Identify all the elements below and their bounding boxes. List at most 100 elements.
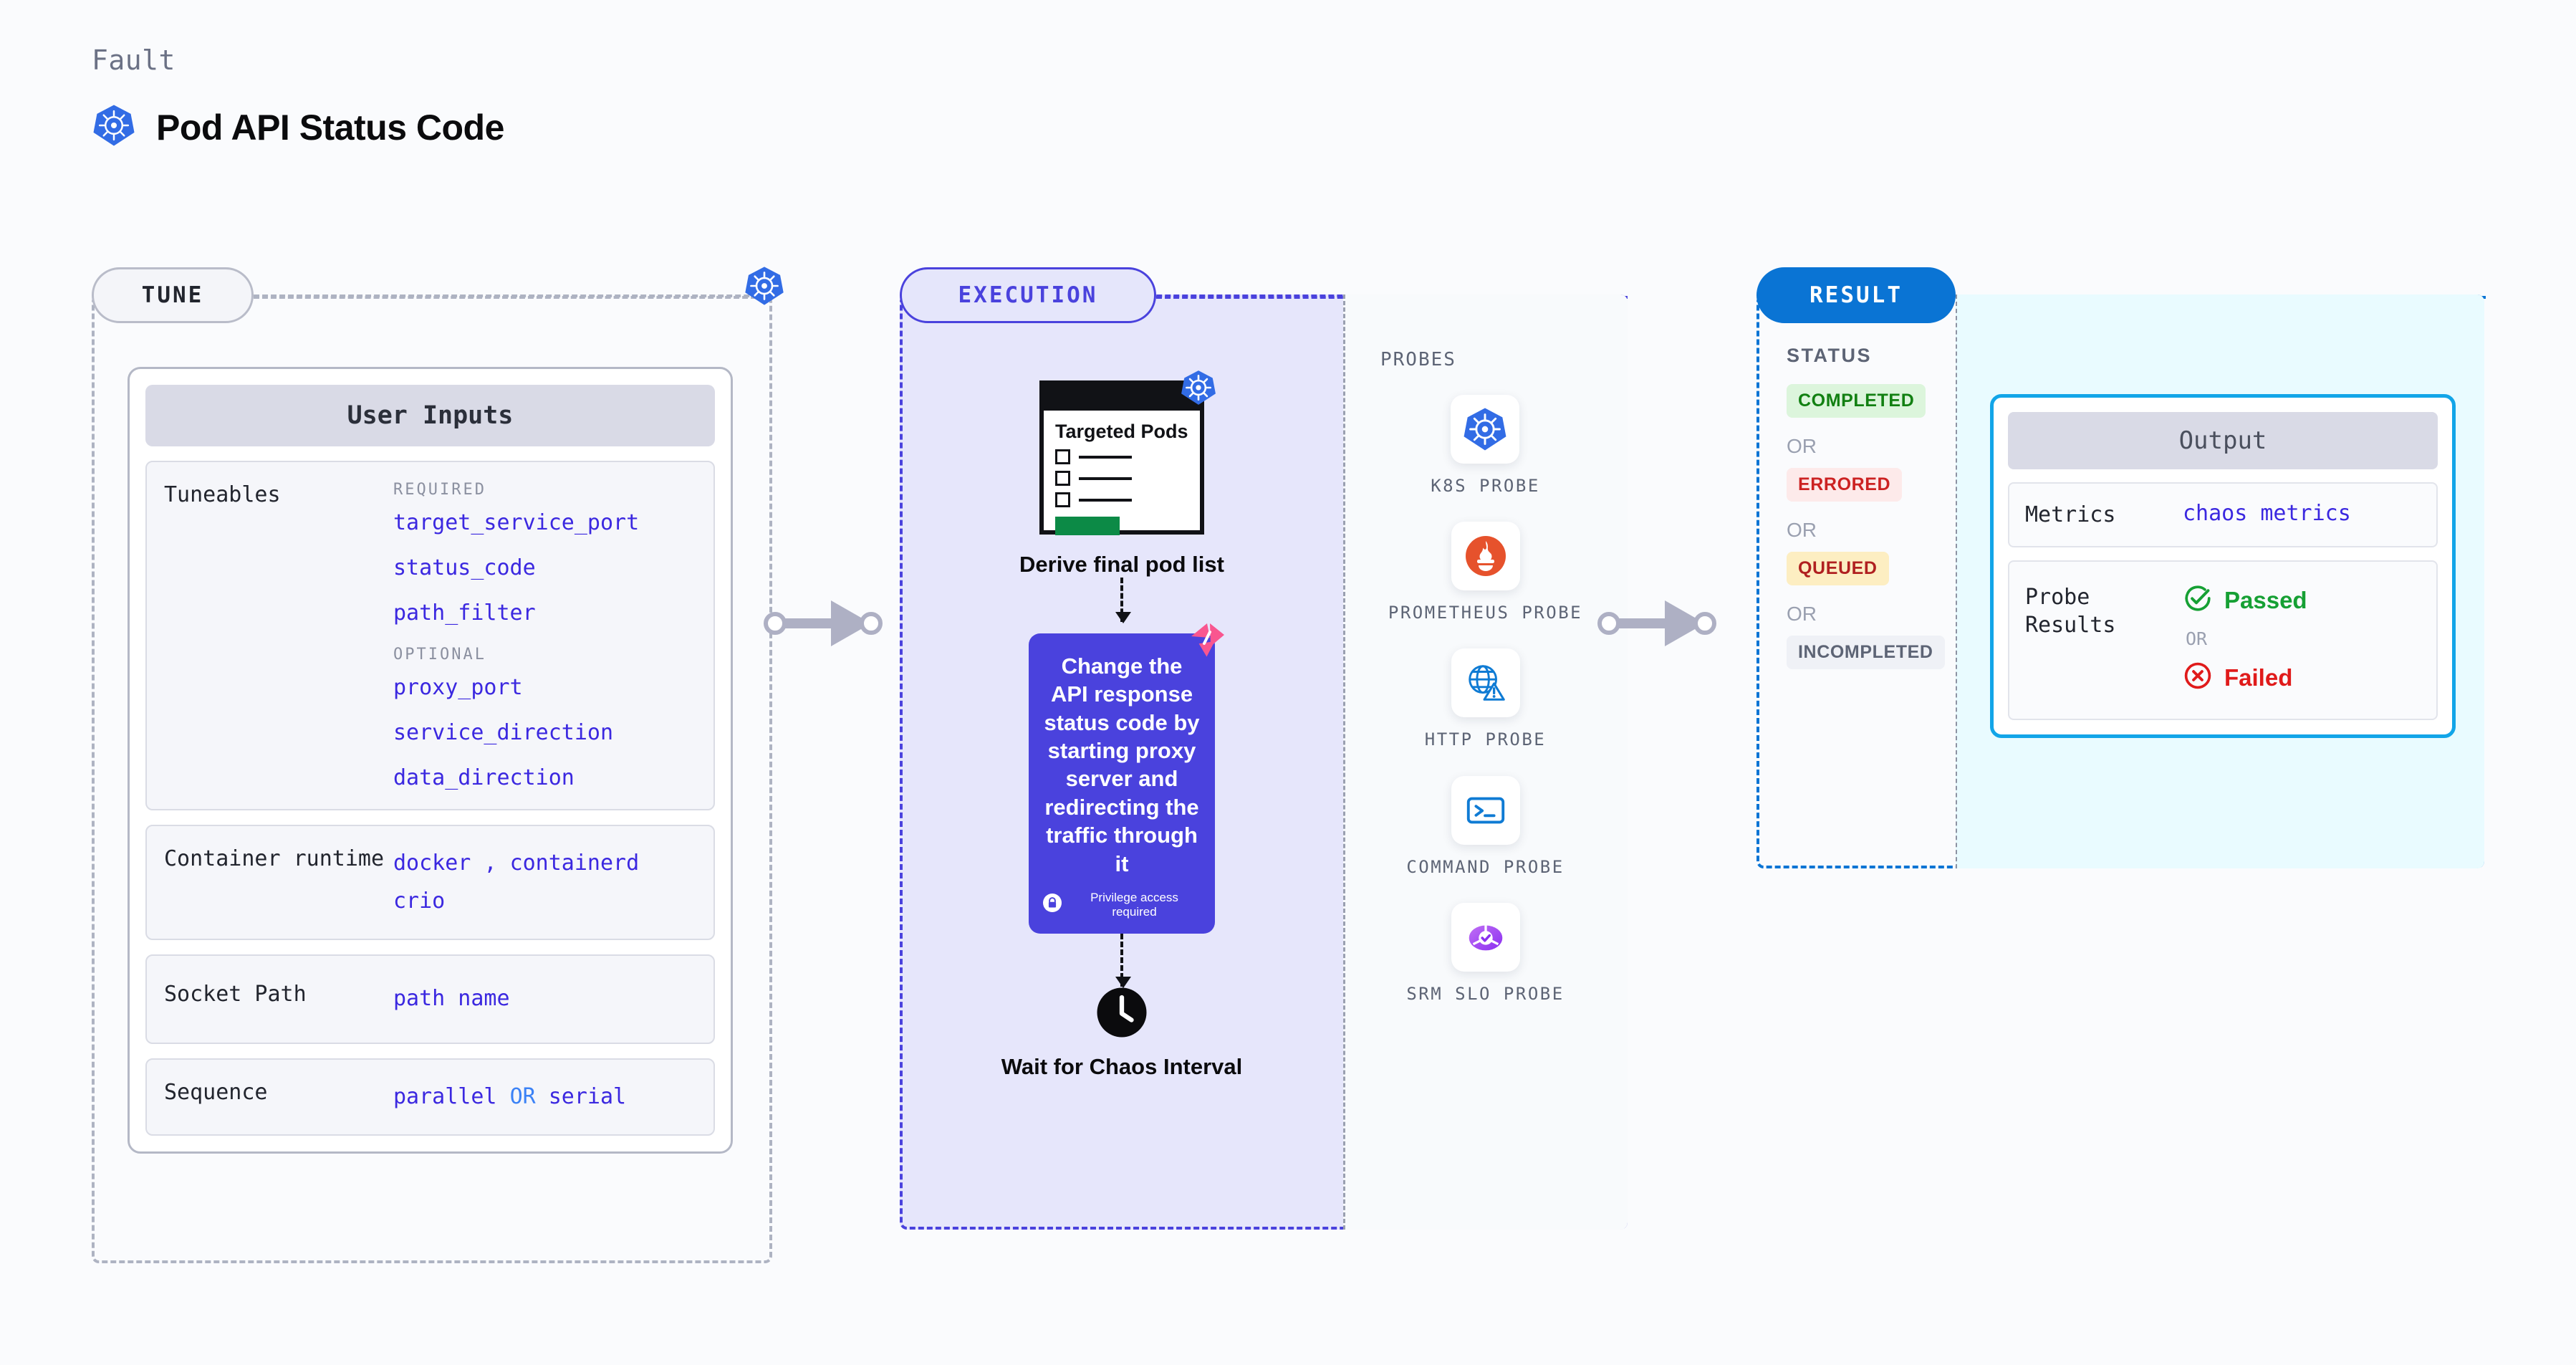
flow-connector-down — [1115, 578, 1131, 623]
output-card: Output Metrics chaos metrics Probe Resul… — [1990, 394, 2456, 738]
probe-command[interactable]: COMMAND PROBE — [1406, 775, 1565, 878]
sequence-serial[interactable]: serial — [548, 1083, 627, 1109]
container-runtime-label: Container runtime — [164, 846, 385, 871]
tuneable-service-direction[interactable]: service_direction — [393, 720, 614, 745]
terminal-icon — [1451, 775, 1520, 845]
page-title: Pod API Status Code — [156, 107, 504, 148]
lock-icon — [1043, 894, 1062, 916]
container-runtime-row: Container runtime docker , containerd cr… — [145, 825, 715, 940]
pods-card-topbar — [1044, 385, 1200, 411]
required-label: REQUIRED — [393, 481, 486, 499]
status-badge-incompleted: INCOMPLETED — [1787, 636, 1945, 669]
tuneable-target-service-port[interactable]: target_service_port — [393, 510, 640, 535]
probe-failed-label: Failed — [2224, 664, 2293, 691]
probe-results-label: Probe Results — [2025, 583, 2183, 694]
probe-k8s[interactable]: K8S PROBE — [1431, 395, 1540, 497]
slo-gauge-icon — [1451, 902, 1520, 972]
sequence-row: Sequence parallel OR serial — [145, 1058, 715, 1136]
pod-placeholder-line — [1079, 476, 1132, 480]
status-or: OR — [1787, 603, 1817, 625]
status-badge-completed: COMPLETED — [1787, 384, 1926, 418]
kubernetes-icon — [1451, 395, 1520, 464]
probe-http[interactable]: HTTP PROBE — [1425, 648, 1547, 751]
targeted-pods-card: Targeted Pods — [1039, 370, 1216, 536]
kubernetes-icon — [744, 265, 785, 310]
result-status-column: STATUS COMPLETED OR ERRORED OR QUEUED OR… — [1756, 294, 1956, 669]
privilege-note-text: Privilege access required — [1090, 890, 1178, 919]
x-circle-icon — [2183, 661, 2213, 694]
tab-execution[interactable]: EXECUTION — [900, 267, 1156, 323]
tuneable-path-filter[interactable]: path_filter — [393, 600, 536, 626]
globe-warning-icon — [1451, 648, 1520, 718]
prometheus-icon — [1451, 522, 1520, 591]
sequence-value: parallel OR serial — [393, 1078, 696, 1116]
sequence-or: OR — [509, 1083, 536, 1109]
probe-label: COMMAND PROBE — [1406, 856, 1565, 877]
socket-path-value[interactable]: path name — [393, 986, 510, 1011]
pod-placeholder-line — [1079, 455, 1132, 459]
clock-icon — [1096, 987, 1148, 1041]
targeted-pods-title: Targeted Pods — [1055, 421, 1188, 442]
checkbox-icon — [1055, 471, 1070, 487]
fault-eyebrow: Fault — [92, 44, 176, 76]
sequence-label: Sequence — [164, 1079, 268, 1105]
action-card-text: Change the API response status code by s… — [1044, 653, 1200, 876]
kubernetes-icon — [1180, 369, 1217, 410]
pods-card-body: Targeted Pods — [1044, 411, 1200, 545]
probe-passed-label: Passed — [2224, 586, 2307, 613]
output-title: Output — [2008, 412, 2438, 469]
wait-step: Wait for Chaos Interval — [1001, 987, 1242, 1081]
derive-pod-list-label: Derive final pod list — [1019, 552, 1224, 577]
probe-srm-slo[interactable]: SRM SLO PROBE — [1406, 902, 1565, 1005]
action-card: Change the API response status code by s… — [1029, 623, 1224, 934]
status-title: STATUS — [1787, 345, 1872, 366]
privilege-note: Privilege access required — [1043, 891, 1201, 919]
pod-list-item — [1055, 449, 1188, 465]
metrics-value[interactable]: chaos metrics — [2183, 501, 2351, 526]
runtime-crio[interactable]: crio — [393, 888, 446, 914]
probe-label: SRM SLO PROBE — [1406, 983, 1565, 1004]
user-inputs-title: User Inputs — [145, 385, 715, 446]
checkbox-icon — [1055, 492, 1070, 508]
tuneables-label: Tuneables — [164, 482, 281, 507]
title-row: Pod API Status Code — [92, 103, 504, 151]
pod-list-item — [1055, 471, 1188, 487]
status-or: OR — [1787, 435, 1817, 457]
tuneable-status-code[interactable]: status_code — [393, 555, 536, 580]
status-or: OR — [1787, 519, 1817, 541]
pod-placeholder-line — [1079, 498, 1132, 502]
user-inputs-card: User Inputs Tuneables REQUIRED target_se… — [128, 367, 733, 1154]
checkbox-icon — [1055, 449, 1070, 465]
arrow-tune-to-execution — [764, 590, 907, 660]
probe-label: K8S PROBE — [1431, 476, 1540, 496]
kubernetes-icon — [92, 103, 136, 151]
tuneables-values: REQUIRED target_service_port status_code… — [393, 481, 696, 790]
probes-list: K8S PROBE PROMETHEUS PROBE — [1362, 395, 1609, 1030]
check-circle-icon — [2183, 583, 2213, 617]
probe-prometheus[interactable]: PROMETHEUS PROBE — [1388, 522, 1582, 624]
tuneables-row: Tuneables REQUIRED target_service_port s… — [145, 461, 715, 810]
runtime-docker[interactable]: docker — [393, 851, 471, 876]
probe-results-label-text: Probe Results — [2025, 585, 2116, 638]
arrow-execution-to-result — [1597, 590, 1741, 660]
tuneable-proxy-port[interactable]: proxy_port — [393, 675, 523, 700]
status-badge-queued: QUEUED — [1787, 552, 1889, 585]
tab-tune[interactable]: TUNE — [92, 267, 254, 323]
socket-path-row: Socket Path path name — [145, 954, 715, 1044]
tab-result[interactable]: RESULT — [1756, 267, 1956, 323]
pod-selected-bar — [1055, 517, 1120, 536]
probe-results-row: Probe Results Passed OR — [2008, 560, 2438, 720]
probe-result-failed: Failed — [2183, 661, 2421, 694]
runtime-containerd[interactable]: containerd — [509, 851, 640, 876]
harness-ribbon-icon — [1188, 622, 1226, 663]
pod-list-item — [1055, 492, 1188, 508]
container-runtime-values: docker , containerd crio — [393, 845, 696, 920]
probe-label: HTTP PROBE — [1424, 729, 1547, 750]
probe-results-values: Passed OR Failed — [2183, 583, 2421, 694]
tuneable-data-direction[interactable]: data_direction — [393, 765, 575, 790]
socket-path-label: Socket Path — [164, 982, 307, 1007]
runtime-separator: , — [484, 851, 497, 876]
page-header: Fault Pod API Status Code — [92, 44, 504, 151]
sequence-parallel[interactable]: parallel — [393, 1083, 497, 1109]
status-badge-errored: ERRORED — [1787, 468, 1903, 502]
